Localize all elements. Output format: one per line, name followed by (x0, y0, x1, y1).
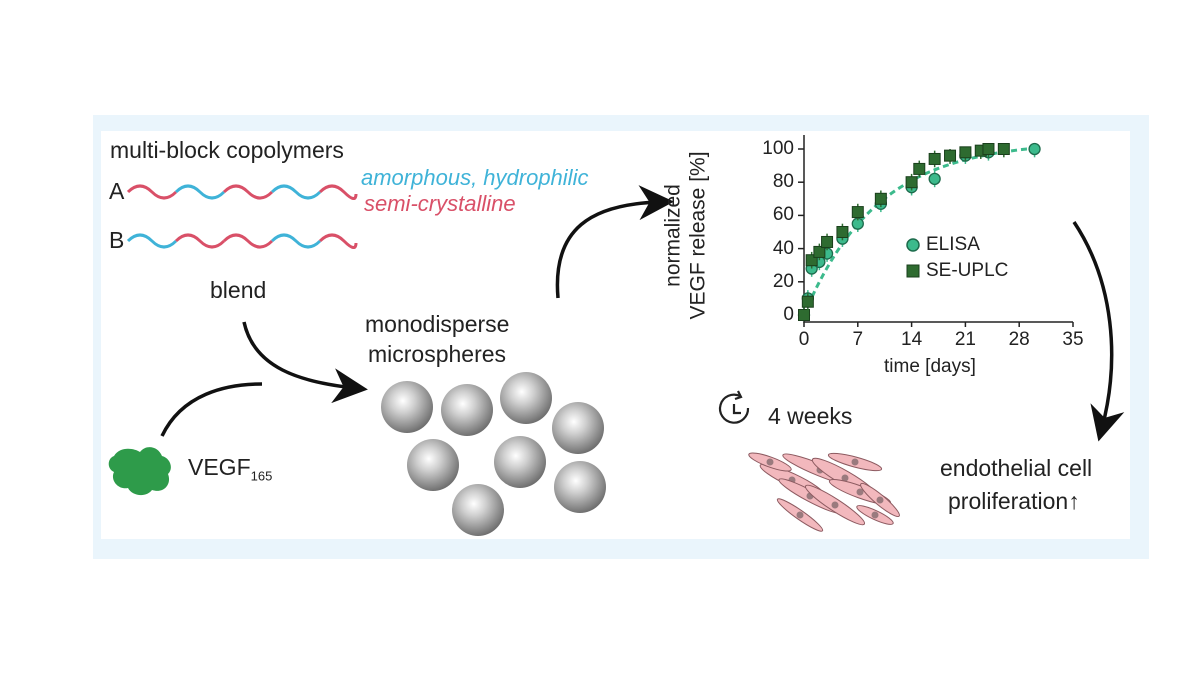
microsphere (494, 436, 546, 488)
cell-nucleus (856, 488, 864, 496)
outcome-line1: endothelial cell (940, 455, 1093, 481)
polymer-a-label: A (109, 178, 125, 204)
x-tick-label: 21 (954, 329, 976, 350)
arrow-vegf-to-microspheres (160, 382, 263, 437)
y-tick-label: 0 (783, 304, 794, 325)
y-tick-label: 100 (762, 138, 794, 159)
polymer-b-chain (126, 233, 358, 249)
figure-panel (101, 131, 1130, 539)
data-point-se-uplc (874, 192, 887, 205)
data-point-se-uplc (905, 176, 918, 189)
cell-nucleus (851, 458, 859, 466)
data-point-se-uplc (913, 162, 926, 175)
microsphere-cluster (381, 372, 606, 536)
cell-nucleus (831, 501, 839, 509)
y-tick-label: 20 (772, 270, 794, 292)
data-point-elisa (1028, 142, 1041, 156)
microsphere (554, 461, 606, 513)
endothelial-cells (748, 452, 900, 532)
polymer-a-chain (126, 184, 358, 200)
y-tick-label: 40 (772, 237, 794, 259)
data-point-se-uplc (928, 152, 941, 165)
x-tick-label: 35 (1062, 329, 1084, 350)
vegf-label: VEGF165 (188, 456, 272, 483)
chart-legend (906, 238, 920, 278)
x-tick-label: 14 (901, 329, 923, 350)
data-point-se-uplc (801, 295, 814, 308)
semicrystalline-block-label: semi-crystalline (364, 191, 516, 216)
chart-ylabel-line2: VEGF release [%] (686, 151, 710, 320)
amorphous-block-label: amorphous, hydrophilic (361, 165, 589, 190)
cell-nucleus (766, 458, 774, 466)
outcome-line2-wrap: proliferation↑ (948, 490, 1080, 513)
legend-marker-elisa (906, 238, 920, 252)
vegf-subscript: 165 (250, 468, 273, 484)
data-point-se-uplc (805, 254, 818, 267)
clock-icon (718, 390, 750, 424)
microsphere (381, 381, 433, 433)
cell-nucleus (841, 474, 849, 482)
arrow-microspheres-to-chart (555, 185, 674, 299)
data-point-se-uplc (944, 149, 957, 162)
x-tick-label: 28 (1008, 329, 1030, 350)
increase-arrow-icon: ↑ (1068, 488, 1080, 514)
release-chart (797, 135, 1074, 327)
duration-label: 4 weeks (768, 403, 853, 429)
data-point-se-uplc (813, 245, 826, 258)
microsphere (407, 439, 459, 491)
legend-label-elisa: ELISA (926, 234, 980, 255)
copolymer-title: multi-block copolymers (110, 137, 344, 163)
x-tick-label: 7 (852, 329, 864, 350)
y-tick-label: 60 (772, 204, 794, 226)
data-point-elisa (928, 172, 941, 186)
arrow-blend-to-microspheres (242, 321, 368, 404)
data-point-se-uplc (821, 235, 834, 248)
chart-tick-marks (798, 148, 1074, 327)
data-point-se-uplc (959, 146, 972, 159)
vegf-name: VEGF (188, 454, 251, 480)
cell-nucleus (796, 511, 804, 519)
arrow-chart-to-cells (1072, 221, 1125, 442)
y-tick-label: 80 (772, 171, 794, 193)
data-point-se-uplc (851, 206, 864, 219)
microsphere (452, 484, 504, 536)
cell-nucleus (876, 496, 884, 504)
data-point-se-uplc (836, 226, 849, 238)
microspheres-label-line2: microspheres (368, 341, 507, 367)
blend-label: blend (210, 277, 267, 303)
data-point-se-uplc (982, 143, 995, 155)
microsphere (441, 384, 493, 436)
microsphere (552, 402, 604, 454)
outcome-line2: proliferation (948, 488, 1069, 514)
chart-points (797, 142, 1041, 322)
polymer-b-label: B (109, 227, 125, 253)
legend-marker-se-uplc (906, 264, 920, 278)
cell-nucleus (871, 511, 879, 519)
legend-label-se-uplc: SE-UPLC (926, 260, 1009, 281)
chart-xlabel: time [days] (884, 356, 976, 377)
microspheres-label-line1: monodisperse (365, 311, 510, 337)
data-point-se-uplc (798, 309, 810, 321)
chart-ylabel-line1: normalized (661, 184, 685, 287)
vegf-protein-shape (108, 447, 171, 496)
microsphere (500, 372, 552, 424)
x-tick-label: 0 (798, 329, 810, 350)
data-point-se-uplc (997, 143, 1010, 155)
